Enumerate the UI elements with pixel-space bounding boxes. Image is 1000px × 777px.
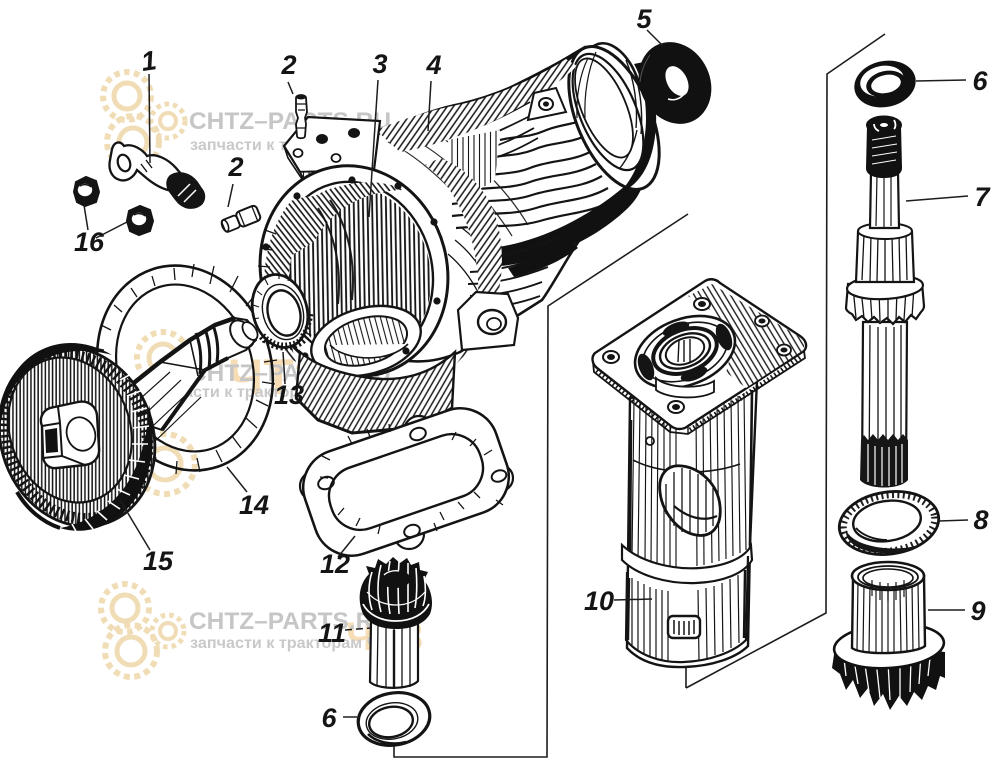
svg-text:2: 2 xyxy=(227,152,243,182)
svg-text:14: 14 xyxy=(239,490,269,520)
svg-text:6: 6 xyxy=(972,66,988,96)
svg-text:11: 11 xyxy=(318,618,346,648)
svg-text:12: 12 xyxy=(320,549,350,579)
svg-text:6: 6 xyxy=(321,703,337,733)
svg-text:16: 16 xyxy=(74,227,105,257)
svg-text:9: 9 xyxy=(970,596,985,626)
svg-text:8: 8 xyxy=(973,505,988,535)
svg-text:2: 2 xyxy=(280,50,296,80)
svg-text:CHTZ–PARTS.RU: CHTZ–PARTS.RU xyxy=(189,608,391,635)
svg-text:запчасти к тракторам ЧТЗ: запчасти к тракторам ЧТЗ xyxy=(190,635,398,652)
svg-text:5: 5 xyxy=(636,4,652,34)
svg-text:1: 1 xyxy=(139,45,158,77)
svg-text:4: 4 xyxy=(425,50,441,80)
svg-text:3: 3 xyxy=(372,49,387,79)
svg-text:7: 7 xyxy=(974,182,991,212)
svg-text:10: 10 xyxy=(584,586,614,616)
svg-text:13: 13 xyxy=(274,380,304,410)
svg-text:15: 15 xyxy=(143,546,174,576)
